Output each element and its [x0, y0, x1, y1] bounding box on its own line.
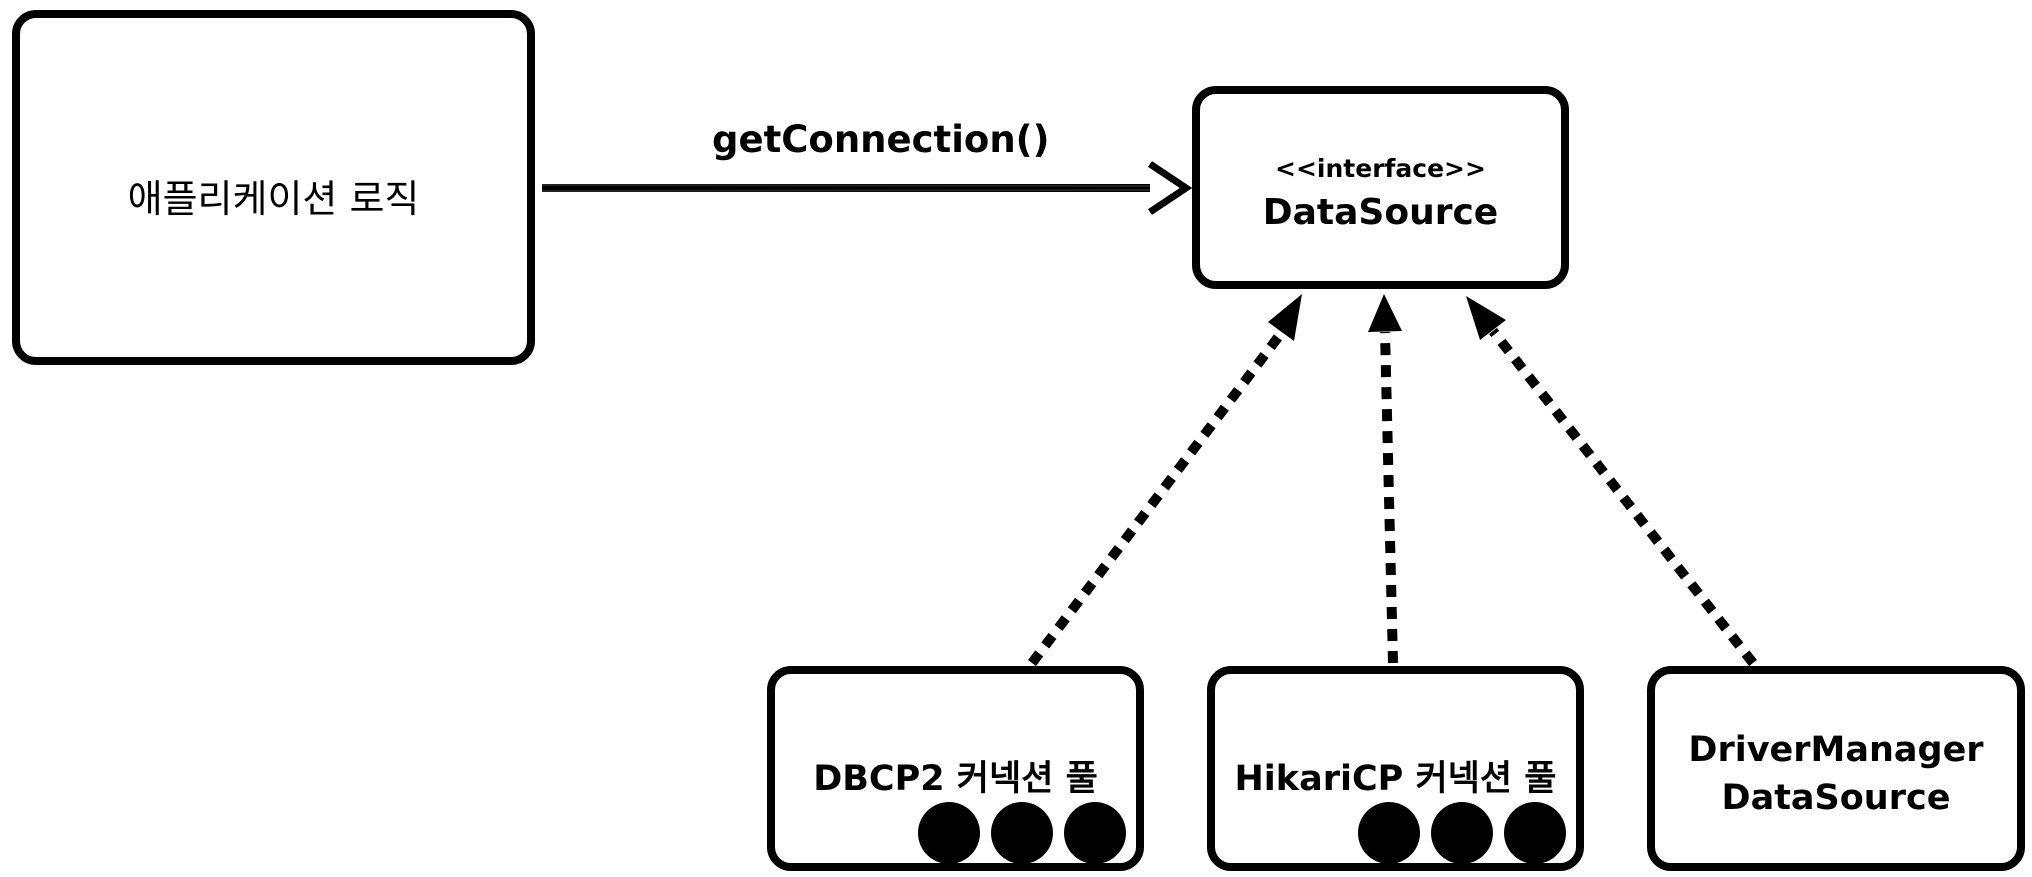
application-logic-label: 애플리케이션 로직	[127, 177, 420, 221]
dbcp2-pool-label: DBCP2 커넥션 풀	[813, 759, 1098, 799]
connection-dot	[1064, 802, 1126, 864]
hikaricp-pool-label: HikariCP 커넥션 풀	[1234, 759, 1557, 799]
drivermanager-datasource-box: DriverManager DataSource	[1647, 666, 2025, 871]
connection-dot	[991, 802, 1053, 864]
dbcp2-pool-box: DBCP2 커넥션 풀	[767, 666, 1144, 871]
datasource-name: DataSource	[1262, 192, 1499, 233]
connection-dot	[918, 802, 980, 864]
connection-dot	[1431, 802, 1493, 864]
drivermanager-realization-arrow	[1466, 296, 1757, 667]
connection-dot	[1358, 802, 1420, 864]
connection-dot	[1504, 802, 1566, 864]
dbcp2-realization-arrow	[1028, 294, 1302, 667]
application-logic-box: 애플리케이션 로직	[12, 10, 535, 365]
get-connection-label: getConnection()	[712, 118, 1050, 161]
interface-stereotype: <<interface>>	[1275, 154, 1486, 183]
hikaricp-pool-box: HikariCP 커넥션 풀	[1207, 666, 1584, 871]
get-connection-arrow	[541, 161, 1193, 215]
drivermanager-label-line2: DataSource	[1721, 778, 1951, 818]
datasource-interface-box: <<interface>> DataSource	[1192, 86, 1569, 289]
hikaricp-realization-arrow	[1368, 294, 1402, 664]
drivermanager-label-line1: DriverManager	[1688, 730, 1984, 770]
